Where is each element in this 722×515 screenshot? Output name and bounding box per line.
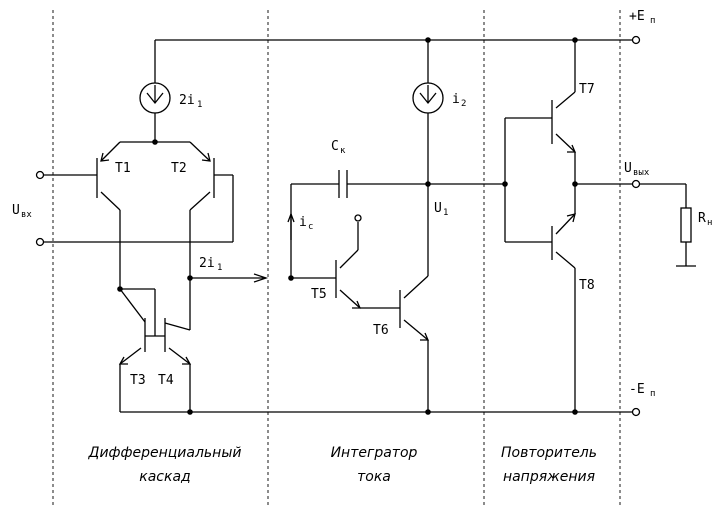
positive-supply-label: +E — [629, 9, 645, 24]
positive-rail — [154, 35, 641, 92]
src2-label: i — [452, 92, 460, 107]
section-captions: Дифференциальный каскад Интегратор тока … — [88, 445, 598, 485]
svg-text:к: к — [340, 146, 346, 156]
capacitor-label: C — [331, 139, 339, 154]
capacitor-ck — [287, 170, 508, 281]
int-caption-line1: Интегратор — [331, 445, 418, 461]
diff-caption-line2: каскад — [139, 469, 190, 485]
diff-caption-line1: Дифференциальный — [88, 445, 242, 461]
t2-label: T2 — [171, 161, 187, 176]
src1-label: 2i — [179, 93, 195, 108]
transistor-t5 — [291, 214, 400, 309]
t1-label: T1 — [115, 161, 131, 176]
svg-text:н: н — [707, 218, 712, 228]
svg-text:п: п — [650, 16, 655, 26]
svg-text:вых: вых — [633, 168, 650, 178]
svg-text:2: 2 — [461, 99, 466, 109]
negative-rail — [120, 407, 641, 417]
mirror-current-label: 2i — [199, 256, 215, 271]
t7-label: T7 — [579, 82, 595, 97]
transistor-t6 — [399, 184, 429, 412]
section-dividers — [52, 10, 621, 505]
rep-caption-line2: напряжения — [503, 469, 595, 485]
negative-supply-label: -E — [629, 382, 645, 397]
output-node — [572, 179, 696, 267]
t3-label: T3 — [130, 373, 146, 388]
svg-text:1: 1 — [443, 208, 448, 218]
svg-text:1: 1 — [197, 100, 202, 110]
ic-label: i — [299, 215, 307, 230]
load-resistor — [680, 207, 692, 243]
current-source-2i1 — [139, 82, 171, 145]
svg-text:п: п — [650, 389, 655, 399]
transistor-t8 — [505, 213, 576, 412]
transistor-t3-t4 — [117, 273, 269, 412]
svg-text:c: c — [308, 222, 313, 232]
t4-label: T4 — [158, 373, 174, 388]
labels: +E п -E п 2i 1 i 2 T1 T2 T3 T4 T5 T6 T7 … — [12, 9, 712, 399]
transistor-t1 — [44, 141, 190, 289]
u1-label: U — [434, 201, 442, 216]
transistor-t7 — [504, 91, 576, 242]
rep-caption-line1: Повторитель — [501, 445, 597, 461]
t6-label: T6 — [373, 323, 389, 338]
transistor-t2 — [44, 141, 234, 330]
svg-text:1: 1 — [217, 263, 222, 273]
t5-label: T5 — [311, 287, 327, 302]
output-voltage-label: U — [624, 161, 632, 176]
load-label: R — [698, 211, 706, 226]
current-source-i2 — [412, 82, 444, 184]
svg-text:вх: вх — [21, 210, 32, 220]
int-caption-line2: тока — [357, 469, 391, 485]
t8-label: T8 — [579, 278, 595, 293]
input-voltage-label: U — [12, 203, 20, 218]
